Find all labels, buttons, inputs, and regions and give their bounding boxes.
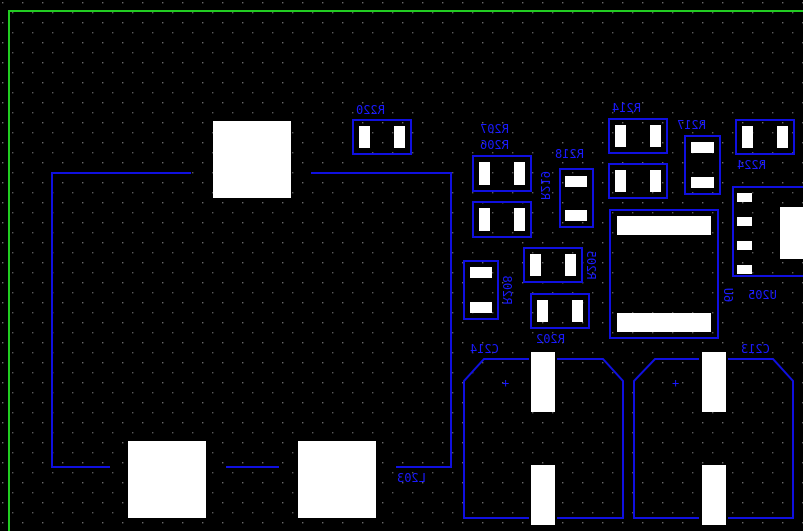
r220-label: R220 <box>356 103 385 117</box>
l203-pad-bottom-left <box>128 441 206 518</box>
resistor-r224[interactable]: R224 <box>735 119 795 172</box>
l203-label: L203 <box>397 471 426 485</box>
resistor-r202[interactable]: R202 <box>530 293 590 346</box>
board-edge <box>8 10 803 531</box>
resistor-r205[interactable]: R205 <box>523 247 598 283</box>
u205-label: U205 <box>748 288 777 302</box>
c214-label: C214 <box>470 342 499 356</box>
c213-label: C213 <box>741 342 770 356</box>
resistor-r218[interactable] <box>608 163 668 199</box>
resistor-r208[interactable]: R208 <box>463 260 514 320</box>
ic-power-regulator[interactable]: 6U <box>609 209 735 339</box>
capacitor-c214[interactable]: + C214 <box>463 342 624 525</box>
r218-label: R218 <box>555 147 584 161</box>
c213-plus-mark: + <box>672 376 679 390</box>
resistor-r217[interactable]: R217 <box>677 118 721 195</box>
r214-label: R214 <box>612 101 641 115</box>
r207-label: R207 <box>480 122 509 136</box>
resistor-r207[interactable] <box>472 155 532 192</box>
r219-label: R219 <box>538 171 552 200</box>
c214-plus-mark: + <box>502 376 509 390</box>
l203-pad-top <box>213 121 291 198</box>
l203-pad-bottom-right <box>298 441 376 518</box>
r205-label: R205 <box>584 251 598 280</box>
ic-partial-label: 6U <box>721 288 735 302</box>
r208-label: R208 <box>500 276 514 305</box>
resistor-r214[interactable]: R214 <box>608 101 668 154</box>
inductor-l203[interactable]: L203 <box>51 121 452 518</box>
r217-label: R217 <box>677 118 706 132</box>
resistor-r219[interactable]: R219 <box>538 168 594 228</box>
capacitor-c213[interactable]: + C213 <box>633 342 794 525</box>
resistor-r220[interactable]: R220 <box>352 103 412 155</box>
r224-label: R224 <box>737 158 766 172</box>
resistor-r206[interactable] <box>472 201 532 238</box>
r206-label: R206 <box>480 138 509 152</box>
ic-u205[interactable]: U205 <box>732 186 803 302</box>
r202-label: R202 <box>536 332 565 346</box>
